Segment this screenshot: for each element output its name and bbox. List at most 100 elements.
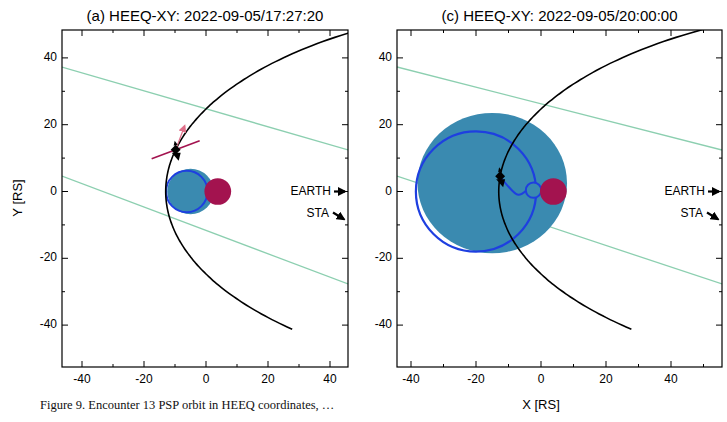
tick-mark bbox=[268, 361, 269, 367]
tick-mark bbox=[113, 364, 114, 367]
tick-mark bbox=[62, 158, 65, 159]
tick-label: 20 bbox=[379, 118, 392, 131]
plot-frame bbox=[397, 30, 722, 367]
tick-mark bbox=[299, 364, 300, 367]
plot-content bbox=[397, 30, 722, 329]
flux-rope-outline bbox=[166, 171, 207, 212]
tick-mark bbox=[638, 30, 639, 33]
tick-mark bbox=[716, 57, 722, 58]
tick-mark bbox=[206, 30, 207, 36]
tick-label: 40 bbox=[379, 51, 392, 64]
tick-label: 0 bbox=[203, 373, 210, 386]
tick-label: 40 bbox=[664, 373, 677, 386]
spacecraft-icon bbox=[171, 141, 181, 161]
tick-label: 40 bbox=[323, 373, 336, 386]
tick-mark bbox=[411, 361, 412, 367]
tick-mark bbox=[716, 325, 722, 326]
tick-mark bbox=[397, 325, 403, 326]
psp-orbit bbox=[499, 30, 722, 329]
tick-mark bbox=[237, 364, 238, 367]
tick-mark bbox=[397, 191, 403, 192]
tick-mark bbox=[62, 325, 68, 326]
tick-mark bbox=[397, 258, 403, 259]
tick-mark bbox=[237, 30, 238, 33]
tick-label: -40 bbox=[375, 319, 392, 332]
axis-label: X [RS] bbox=[522, 398, 560, 412]
tick-marks bbox=[397, 30, 722, 367]
tick-mark bbox=[62, 258, 68, 259]
tick-label: 40 bbox=[44, 51, 57, 64]
tick-mark bbox=[82, 361, 83, 367]
tick-mark bbox=[606, 361, 607, 367]
tick-mark bbox=[573, 364, 574, 367]
tick-label: 0 bbox=[538, 373, 545, 386]
tick-mark bbox=[144, 361, 145, 367]
sun bbox=[540, 178, 567, 205]
fov-line bbox=[62, 176, 348, 284]
tick-label: -20 bbox=[135, 373, 152, 386]
tick-mark bbox=[330, 361, 331, 367]
tick-label: -20 bbox=[375, 252, 392, 265]
tick-label: -40 bbox=[73, 373, 90, 386]
tick-mark bbox=[508, 30, 509, 33]
tick-mark bbox=[62, 91, 65, 92]
sta-direction-arrow bbox=[333, 213, 344, 220]
tick-mark bbox=[397, 291, 400, 292]
tick-mark bbox=[508, 364, 509, 367]
tick-label: 20 bbox=[599, 373, 612, 386]
tick-mark bbox=[411, 30, 412, 36]
tick-mark bbox=[62, 57, 68, 58]
flux-rope-outline bbox=[416, 131, 536, 251]
tick-mark bbox=[206, 361, 207, 367]
figure-caption: Figure 9. Encounter 13 PSP orbit in HEEQ… bbox=[36, 397, 338, 414]
tick-mark bbox=[345, 291, 348, 292]
flux-rope-foot bbox=[526, 182, 541, 197]
tick-mark bbox=[342, 124, 348, 125]
tick-mark bbox=[719, 224, 722, 225]
tick-mark bbox=[62, 191, 68, 192]
tick-mark bbox=[330, 30, 331, 36]
axis-label: Y [RS] bbox=[11, 179, 25, 216]
tick-mark bbox=[703, 30, 704, 33]
planet-label: STA bbox=[307, 208, 329, 221]
fov-line bbox=[62, 67, 348, 150]
tick-mark bbox=[342, 258, 348, 259]
planet-label: STA bbox=[681, 208, 703, 221]
flux-rope-leg bbox=[500, 176, 526, 195]
tick-mark bbox=[716, 124, 722, 125]
tick-mark bbox=[144, 30, 145, 36]
tick-mark bbox=[719, 158, 722, 159]
tick-mark bbox=[113, 30, 114, 33]
spacecraft-icon bbox=[495, 167, 505, 187]
tick-mark bbox=[175, 364, 176, 367]
tick-mark bbox=[397, 224, 400, 225]
tick-label: 20 bbox=[44, 118, 57, 131]
tick-label: -40 bbox=[40, 319, 57, 332]
tick-mark bbox=[299, 30, 300, 33]
tick-mark bbox=[716, 258, 722, 259]
tick-mark bbox=[719, 91, 722, 92]
plot-frame bbox=[62, 30, 348, 367]
tick-mark bbox=[175, 30, 176, 33]
tick-mark bbox=[443, 30, 444, 33]
tick-mark bbox=[476, 361, 477, 367]
tick-label: -40 bbox=[402, 373, 419, 386]
tick-marks bbox=[62, 30, 348, 367]
panel-title: (a) HEEQ-XY: 2022-09-05/17:27:20 bbox=[87, 8, 324, 25]
tick-mark bbox=[62, 224, 65, 225]
tick-mark bbox=[342, 325, 348, 326]
tick-mark bbox=[573, 30, 574, 33]
tick-mark bbox=[397, 57, 403, 58]
sta-direction-arrow bbox=[707, 213, 718, 220]
tick-mark bbox=[268, 30, 269, 36]
tick-mark bbox=[62, 291, 65, 292]
plot-panel bbox=[62, 13, 434, 367]
planet-label: EARTH bbox=[665, 185, 705, 198]
tick-mark bbox=[397, 158, 400, 159]
tick-mark bbox=[671, 361, 672, 367]
tick-mark bbox=[443, 364, 444, 367]
tick-mark bbox=[397, 91, 400, 92]
